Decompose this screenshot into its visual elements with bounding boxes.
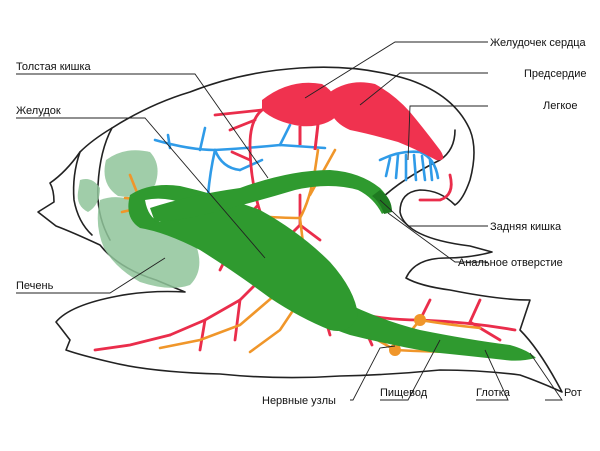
- label-atrium: Предсердие: [524, 68, 586, 80]
- heart-atrium: [330, 82, 444, 161]
- heart-ventricle: [262, 82, 339, 127]
- liver: [77, 150, 200, 288]
- label-lung: Легкое: [543, 100, 578, 112]
- digestive-system: [128, 170, 536, 361]
- label-nerve-ganglia: Нервные узлы: [262, 395, 336, 407]
- label-large-intestine: Толстая кишка: [16, 61, 92, 73]
- shell-outline: [37, 66, 563, 393]
- label-esophagus: Пищевод: [380, 387, 428, 399]
- label-anal-opening: Анальное отверстие: [458, 257, 563, 269]
- label-pharynx: Глотка: [476, 387, 511, 399]
- leader-lines: [16, 41, 563, 401]
- label-liver: Печень: [16, 280, 54, 292]
- label-mouth: Рот: [564, 387, 582, 399]
- label-heart-ventricle: Желудочек сердца: [490, 37, 587, 49]
- shell-whorl-inner: [72, 151, 93, 236]
- label-stomach: Желудок: [16, 105, 61, 117]
- label-hindgut: Задняя кишка: [490, 221, 562, 233]
- heart: [262, 82, 444, 161]
